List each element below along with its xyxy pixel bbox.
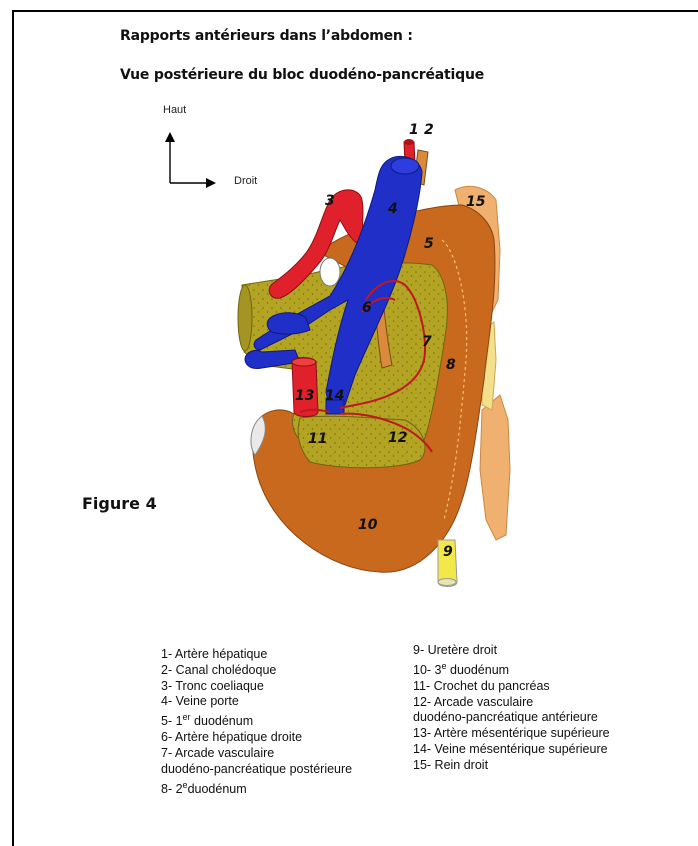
legend-item: 3- Tronc coeliaque xyxy=(161,679,352,695)
legend-item: duodéno-pancréatique postérieure xyxy=(161,762,352,778)
legend-item-superscript: er xyxy=(183,712,191,722)
label-7: 7 xyxy=(422,334,432,350)
legend-item: 4- Veine porte xyxy=(161,694,352,710)
legend-item-text: duodénum xyxy=(191,714,254,728)
legend-item: 8- 2eduodénum xyxy=(161,778,352,798)
legend-item: 6- Artère hépatique droite xyxy=(161,730,352,746)
label-4: 4 xyxy=(387,201,398,217)
legend-item-number: 10- 3 xyxy=(413,663,442,677)
label-14: 14 xyxy=(325,388,344,404)
legend-item: duodéno-pancréatique antérieure xyxy=(413,710,610,726)
legend-item: 2- Canal cholédoque xyxy=(161,663,352,679)
orientation-arrows xyxy=(165,132,216,188)
label-11: 11 xyxy=(308,431,327,447)
sma-shape xyxy=(292,358,318,417)
legend-item: 1- Artère hépatique xyxy=(161,647,352,663)
legend-item: 12- Arcade vasculaire xyxy=(413,695,610,711)
anatomy-diagram: 1 2 3 4 5 6 7 8 9 10 11 12 13 14 15 xyxy=(0,0,698,640)
label-13: 13 xyxy=(295,388,314,404)
legend-item-number: 5- 1 xyxy=(161,714,183,728)
figure-label: Figure 4 xyxy=(82,494,157,513)
legend-item: 15- Rein droit xyxy=(413,758,610,774)
label-15: 15 xyxy=(466,194,486,210)
legend-item: 14- Veine mésentérique supérieure xyxy=(413,742,610,758)
label-2: 2 xyxy=(424,122,434,138)
legend-item: 5- 1er duodénum xyxy=(161,710,352,730)
label-12: 12 xyxy=(388,430,407,446)
label-9: 9 xyxy=(443,544,453,560)
legend-item: 10- 3e duodénum xyxy=(413,659,610,679)
legend-item: 11- Crochet du pancréas xyxy=(413,679,610,695)
legend-item-text: duodénum xyxy=(188,782,247,796)
label-1: 1 xyxy=(409,122,419,138)
legend-item: 7- Arcade vasculaire xyxy=(161,746,352,762)
label-3: 3 xyxy=(325,193,335,209)
legend-item-text: duodénum xyxy=(447,663,510,677)
label-5: 5 xyxy=(424,236,434,252)
legend-item: 9- Uretère droit xyxy=(413,643,610,659)
label-6: 6 xyxy=(362,300,372,316)
legend-item: 13- Artère mésentérique supérieure xyxy=(413,726,610,742)
legend-item-number: 8- 2 xyxy=(161,782,183,796)
label-10: 10 xyxy=(358,517,378,533)
label-8: 8 xyxy=(446,357,456,373)
